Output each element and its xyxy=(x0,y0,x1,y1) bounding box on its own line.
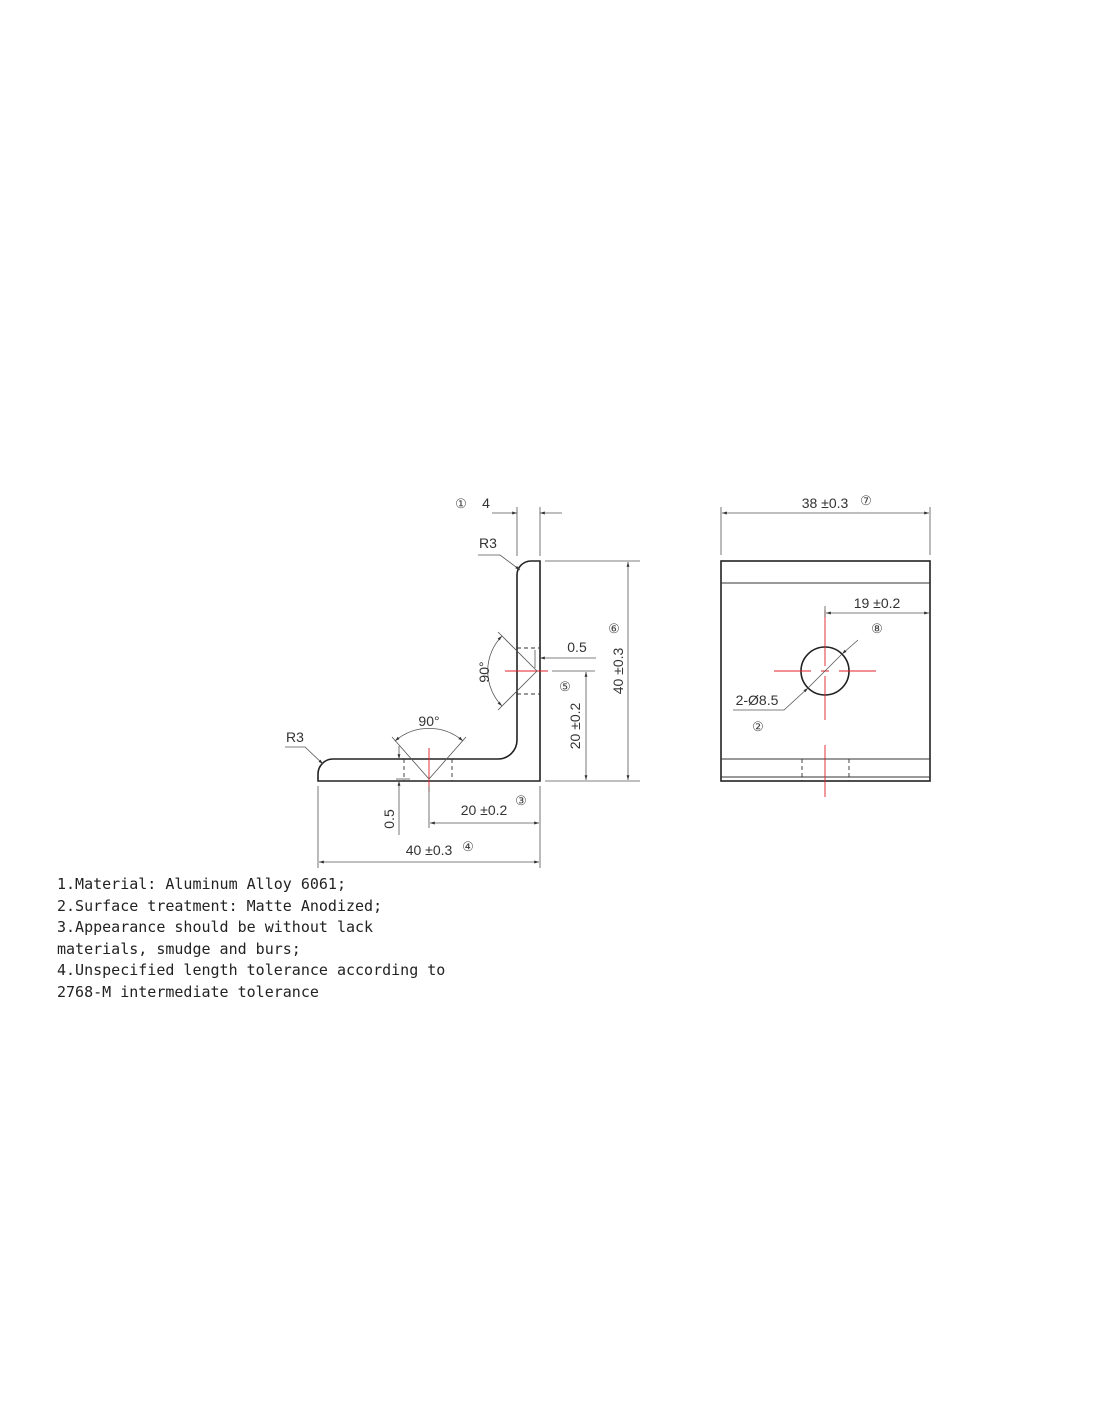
hole-offset-label: 19 ±0.2 xyxy=(854,595,901,611)
technical-notes: 1.Material: Aluminum Alloy 6061; 2.Surfac… xyxy=(57,874,445,1004)
radius-left-leader xyxy=(285,746,324,765)
side-view: 90° 90° ① 4 R3 R3 0.5 40 ±0.3 ⑥ 20 ±0.2 … xyxy=(285,495,640,868)
radius-top-leader xyxy=(478,554,521,571)
horizontal-notch-hidden xyxy=(403,759,453,781)
callout-3: ③ xyxy=(515,794,527,809)
radius-top-label: R3 xyxy=(479,535,497,551)
ext-lines-bottom xyxy=(317,786,541,868)
callout-2: ② xyxy=(752,720,764,735)
angle-vertical-label: 90° xyxy=(476,661,492,682)
height-total-label: 40 ±0.3 xyxy=(610,647,626,694)
callout-4: ④ xyxy=(462,840,474,855)
front-view: 38 ±0.3 ⑦ 19 ±0.2 ⑧ 2-Ø8.5 ② xyxy=(720,494,931,797)
callout-6: ⑥ xyxy=(608,622,620,637)
centerline xyxy=(428,670,548,792)
angle-lines-vertical xyxy=(497,631,538,711)
width-total-label: 40 ±0.3 xyxy=(406,842,453,858)
hole-centerlines xyxy=(774,610,876,797)
notch-hidden-lines xyxy=(801,759,850,781)
note-3: 3.Appearance should be without lack xyxy=(57,918,374,937)
callout-5: ⑤ xyxy=(559,680,571,695)
callout-1: ① xyxy=(455,497,467,512)
plate-outline xyxy=(720,560,931,782)
note-3-continued: materials, smudge and burs; xyxy=(57,939,301,958)
vertical-notch-hidden xyxy=(517,647,540,695)
hole-leader xyxy=(733,687,809,711)
width-label: 38 ±0.3 xyxy=(802,495,849,511)
notch-depth-vertical-label: 0.5 xyxy=(567,639,587,655)
notch-depth-horizontal-label: 0.5 xyxy=(381,809,397,829)
ext-lines-height xyxy=(545,560,640,782)
hole-diameter-line xyxy=(807,653,843,689)
hole-label: 2-Ø8.5 xyxy=(736,692,779,708)
angle-arc-vertical xyxy=(487,635,503,707)
ext-lines-thickness xyxy=(516,507,541,556)
edge-lines xyxy=(721,582,930,778)
angle-arc-horizontal xyxy=(394,728,464,742)
note-1: 1.Material: Aluminum Alloy 6061; xyxy=(57,875,346,893)
note-4-continued: 2768-M intermediate tolerance xyxy=(57,982,319,1001)
angle-horizontal-label: 90° xyxy=(418,713,439,729)
note-4: 4.Unspecified length tolerance according… xyxy=(57,961,446,980)
callout-7: ⑦ xyxy=(860,494,872,509)
thickness-label: 4 xyxy=(482,495,490,511)
callout-8: ⑧ xyxy=(871,622,883,637)
hole-leader-top xyxy=(841,639,859,655)
notch-offset-label: 20 ±0.2 xyxy=(461,802,508,818)
ext-lines-width xyxy=(720,507,931,555)
radius-left-label: R3 xyxy=(286,729,304,745)
angle-lines-horizontal xyxy=(391,736,467,780)
notch-height-label: 20 ±0.2 xyxy=(567,702,583,749)
note-2: 2.Surface treatment: Matte Anodized; xyxy=(57,896,383,915)
